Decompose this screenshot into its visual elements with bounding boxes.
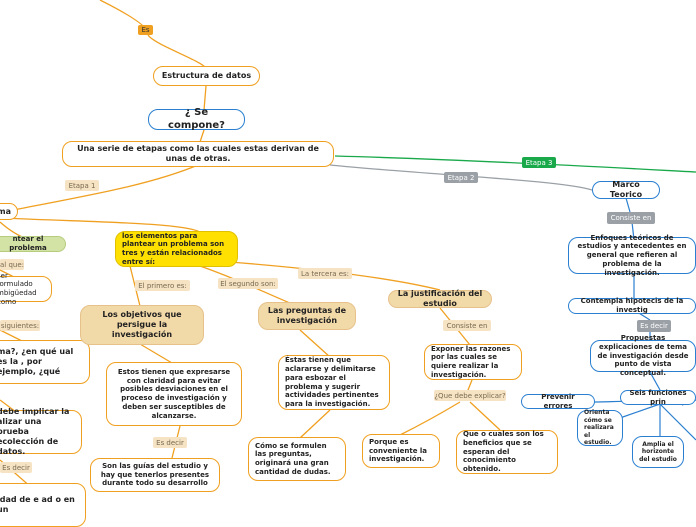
node-preguntas[interactable]: Las preguntas de investigación	[258, 302, 356, 330]
node-problema[interactable]: ema	[0, 203, 18, 220]
tag-es: Es	[138, 25, 153, 35]
node-guias[interactable]: Son las guías del estudio y hay que tene…	[90, 458, 220, 492]
tag-etapa-1: Etapa 1	[65, 180, 99, 191]
tag-el-primero: El primero es:	[135, 280, 190, 291]
tag-es-decir-obj: Es decir	[153, 437, 187, 448]
node-left-bottom[interactable]: idad de e ad o en un	[0, 483, 86, 527]
node-marco-teorico[interactable]: Marco Teorico	[592, 180, 660, 199]
node-exponer[interactable]: Exponer las razones por las cuales se qu…	[424, 344, 522, 380]
tag-left-que: al que:	[0, 259, 25, 270]
node-propuestas[interactable]: Propuestas explicaciones de tema de inve…	[590, 334, 696, 377]
tag-es-decir-marco: Es decir	[637, 320, 671, 332]
node-porque[interactable]: Porque es conveniente la investigación.	[362, 434, 440, 468]
node-left-implicar[interactable]: debe implicar la alizar una prueba ecole…	[0, 407, 82, 456]
tag-que-debe-explicar: ¿Que debe explicar?	[434, 390, 506, 401]
node-seis-funciones[interactable]: Seis funciones prin	[620, 389, 696, 406]
tag-el-segundo: El segundo son:	[218, 278, 278, 289]
node-prevenir-errores[interactable]: Prevenir errores	[521, 393, 595, 410]
node-left-formulado[interactable]: ser formulado mbigüedad como	[0, 272, 52, 306]
node-enfoques[interactable]: Enfoques teóricos de estudios y antecede…	[568, 234, 696, 277]
node-se-compone[interactable]: ¿ Se compone?	[148, 107, 245, 131]
node-estructura-de-datos[interactable]: Estructura de datos	[153, 66, 260, 86]
tag-etapa-3: Etapa 3	[522, 157, 556, 168]
tag-etapa-2: Etapa 2	[444, 172, 478, 183]
node-left-pregunta[interactable]: ma?, ¿en qué ual es la , por ejemplo, ¿q…	[0, 340, 90, 384]
node-amplia[interactable]: Amplia el horizonte del estudio	[632, 436, 684, 468]
tag-la-tercera: La tercera es:	[298, 268, 352, 279]
tag-consiste-en-marco: Consiste en	[607, 212, 655, 224]
tag-consiste-en-just: Consiste en	[443, 320, 491, 331]
node-hipotesis[interactable]: Contempla hipotecis de la investig	[568, 297, 696, 314]
node-justificacion[interactable]: La justificación del estudio	[388, 289, 492, 308]
node-beneficios[interactable]: Que o cuales son los beneficios que se e…	[456, 430, 558, 474]
node-preguntas-desc[interactable]: Éstas tienen que aclararse y delimitarse…	[278, 355, 390, 410]
node-como-formulen[interactable]: Cómo se formulen las preguntas, originar…	[248, 437, 346, 481]
node-serie-de-etapas[interactable]: Una serie de etapas como las cuales esta…	[62, 141, 334, 167]
tag-left-es-decir: Es decir	[0, 462, 32, 473]
node-orienta[interactable]: Orienta cómo se realizara el estudio.	[577, 409, 623, 446]
node-tienen-expresarse[interactable]: Estos tienen que expresarse con claridad…	[106, 362, 242, 426]
node-plantear-problema[interactable]: ntear el problema	[0, 235, 66, 252]
tag-left-siguientes: siguientes:	[0, 320, 40, 331]
node-elementos-plantear[interactable]: los elementos para plantear un problema …	[115, 231, 238, 267]
node-objetivos[interactable]: Los objetivos que persigue la investigac…	[80, 305, 204, 345]
